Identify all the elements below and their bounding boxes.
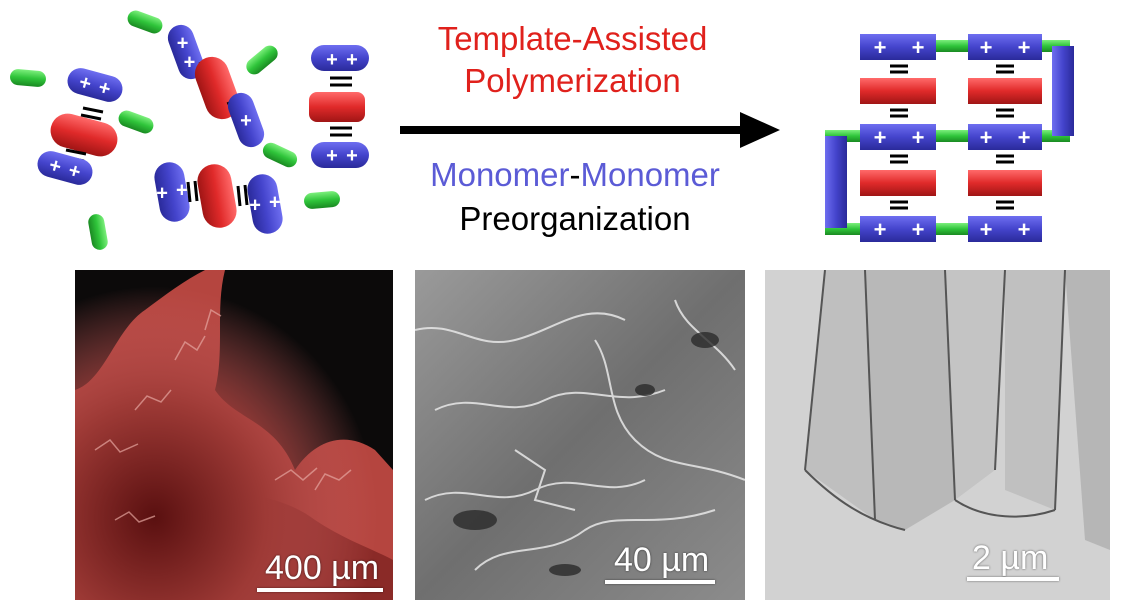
svg-text:+: +	[184, 51, 196, 73]
monomer-b-label: Monomer	[580, 156, 720, 193]
svg-text:+: +	[77, 71, 94, 95]
svg-text:+: +	[156, 183, 168, 205]
scale-bar-2	[605, 580, 715, 584]
green-linker	[262, 142, 298, 168]
svg-text:+: +	[326, 49, 338, 71]
green-linker	[88, 214, 108, 250]
network-row-2: + + + +	[860, 124, 1042, 150]
scale-bar-1	[257, 588, 383, 592]
svg-text:+: +	[912, 35, 925, 60]
svg-text:+: +	[912, 125, 925, 150]
micrograph-optical	[75, 270, 393, 600]
green-linker	[304, 191, 340, 209]
svg-text:+: +	[874, 125, 887, 150]
svg-text:+: +	[240, 110, 252, 132]
svg-text:+: +	[66, 159, 83, 183]
svg-text:+: +	[980, 35, 993, 60]
monomer-a-label: Monomer	[430, 156, 570, 193]
network-row-3: + + + +	[860, 216, 1042, 242]
svg-text:+: +	[96, 76, 113, 100]
svg-text:+: +	[1018, 217, 1031, 242]
svg-text:+: +	[874, 35, 887, 60]
scale-label-1: 400 µm	[265, 549, 380, 587]
monomer-cluster-2: + + +	[167, 24, 265, 148]
scale-label-3: 2 µm	[972, 539, 1049, 577]
title-polymerization: Polymerization	[464, 62, 681, 99]
micrograph-tem	[765, 270, 1110, 600]
monomer-cluster-3: + + + +	[309, 45, 369, 168]
svg-text:+: +	[980, 125, 993, 150]
svg-text:+: +	[346, 49, 358, 71]
svg-text:+: +	[1018, 125, 1031, 150]
svg-text:+: +	[874, 217, 887, 242]
svg-text:+: +	[346, 145, 358, 167]
svg-text:+: +	[47, 154, 64, 178]
polymer-network: + + + + + + + + + + + +	[825, 34, 1074, 242]
svg-text:+: +	[249, 195, 261, 217]
monomer-cluster-1: + + + +	[37, 68, 123, 185]
svg-text:+: +	[980, 217, 993, 242]
svg-text:+: +	[912, 217, 925, 242]
svg-text:+: +	[326, 145, 338, 167]
title-template-assisted: Template-Assisted	[437, 20, 708, 57]
micrograph-sem	[415, 270, 745, 600]
right-arrow-icon	[400, 112, 780, 148]
green-linker	[118, 110, 154, 134]
title-monomer-monomer: Monomer-Monomer	[395, 156, 755, 194]
scale-label-2: 40 µm	[614, 541, 710, 579]
svg-text:+: +	[269, 191, 281, 213]
title-preorganization: Preorganization	[459, 200, 691, 237]
green-linker	[246, 45, 278, 75]
green-linker	[127, 10, 163, 34]
scale-bar-3	[967, 577, 1059, 581]
svg-text:+: +	[176, 179, 188, 201]
monomer-scene: + + + + + + + + + + + + +	[10, 10, 369, 250]
svg-text:+: +	[177, 33, 189, 55]
svg-text:+: +	[1018, 35, 1031, 60]
green-linker	[10, 69, 46, 87]
network-row-1: + + + +	[860, 34, 1042, 60]
monomer-cluster-4: + + + +	[154, 162, 283, 234]
dash-label: -	[569, 156, 581, 193]
